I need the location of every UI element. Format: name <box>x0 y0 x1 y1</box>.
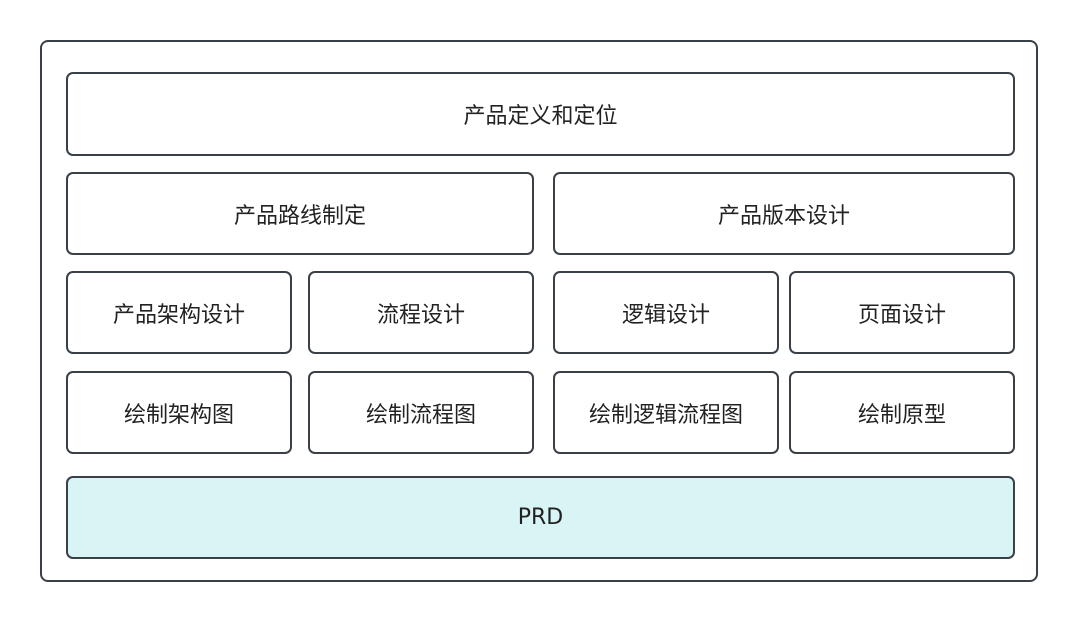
box-draw-prototype: 绘制原型 <box>789 371 1015 454</box>
box-logic-design: 逻辑设计 <box>553 271 779 354</box>
diagram-frame <box>40 40 1038 582</box>
box-draw-architecture: 绘制架构图 <box>66 371 292 454</box>
box-product-roadmap: 产品路线制定 <box>66 172 534 255</box>
box-architecture-design: 产品架构设计 <box>66 271 292 354</box>
box-page-design: 页面设计 <box>789 271 1015 354</box>
box-draw-logic-flowchart: 绘制逻辑流程图 <box>553 371 779 454</box>
box-product-version: 产品版本设计 <box>553 172 1015 255</box>
box-flow-design: 流程设计 <box>308 271 534 354</box>
box-prd: PRD <box>66 476 1015 559</box>
box-draw-flowchart: 绘制流程图 <box>308 371 534 454</box>
box-product-definition: 产品定义和定位 <box>66 72 1015 156</box>
